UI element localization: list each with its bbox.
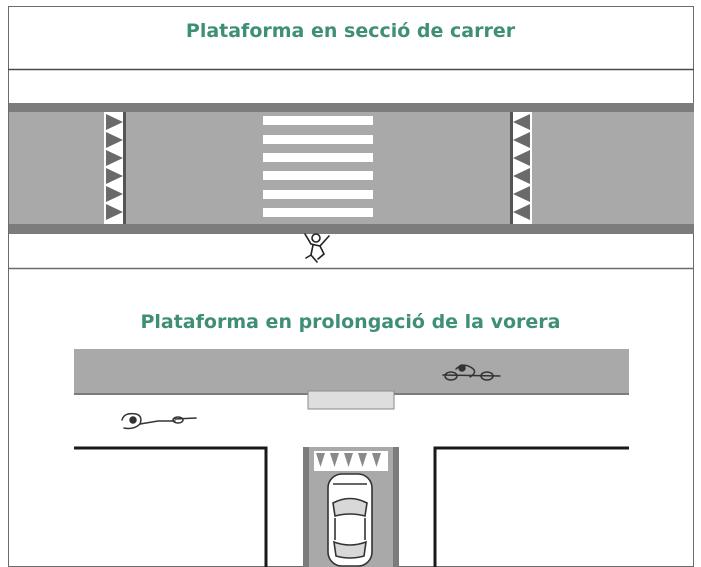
sidewalk-extension-title: Plataforma en prolongació de la vorera bbox=[140, 311, 561, 333]
zebra-stripe bbox=[263, 208, 373, 217]
ramp-strip-left-border bbox=[123, 112, 126, 224]
cyclist-icon bbox=[442, 364, 501, 381]
cyclist-icon bbox=[121, 412, 197, 430]
zebra-stripe bbox=[263, 171, 373, 180]
zebra-stripe bbox=[263, 116, 373, 125]
street-section-title: Plataforma en secció de carrer bbox=[185, 20, 516, 42]
road-edge-bottom bbox=[9, 224, 694, 234]
street-section-diagram bbox=[9, 103, 694, 270]
car-icon bbox=[327, 473, 373, 567]
ramp-marking-right bbox=[510, 112, 532, 224]
ramp-marking-left bbox=[104, 112, 126, 224]
zebra-stripe bbox=[263, 153, 373, 162]
side-street-edge-left bbox=[303, 447, 309, 567]
shark-teeth-right bbox=[513, 114, 530, 220]
zebra-stripe bbox=[263, 135, 373, 144]
zebra-crossing bbox=[263, 116, 373, 217]
shark-teeth-side-street bbox=[314, 451, 388, 471]
sidewalk-extension-diagram bbox=[74, 349, 629, 567]
shark-teeth-left bbox=[106, 114, 123, 220]
road-edge-top bbox=[9, 103, 694, 112]
sidewalk-band bbox=[74, 349, 629, 394]
zebra-stripe bbox=[263, 190, 373, 199]
curb-left-block bbox=[74, 446, 268, 567]
curb-right-block bbox=[433, 446, 629, 567]
walking-pedestrian-icon bbox=[304, 233, 330, 263]
side-street-edge-right bbox=[393, 447, 399, 567]
raised-platform bbox=[307, 390, 395, 410]
ramp-strip-right-border bbox=[510, 112, 513, 224]
shark-teeth-triangles bbox=[316, 453, 381, 467]
